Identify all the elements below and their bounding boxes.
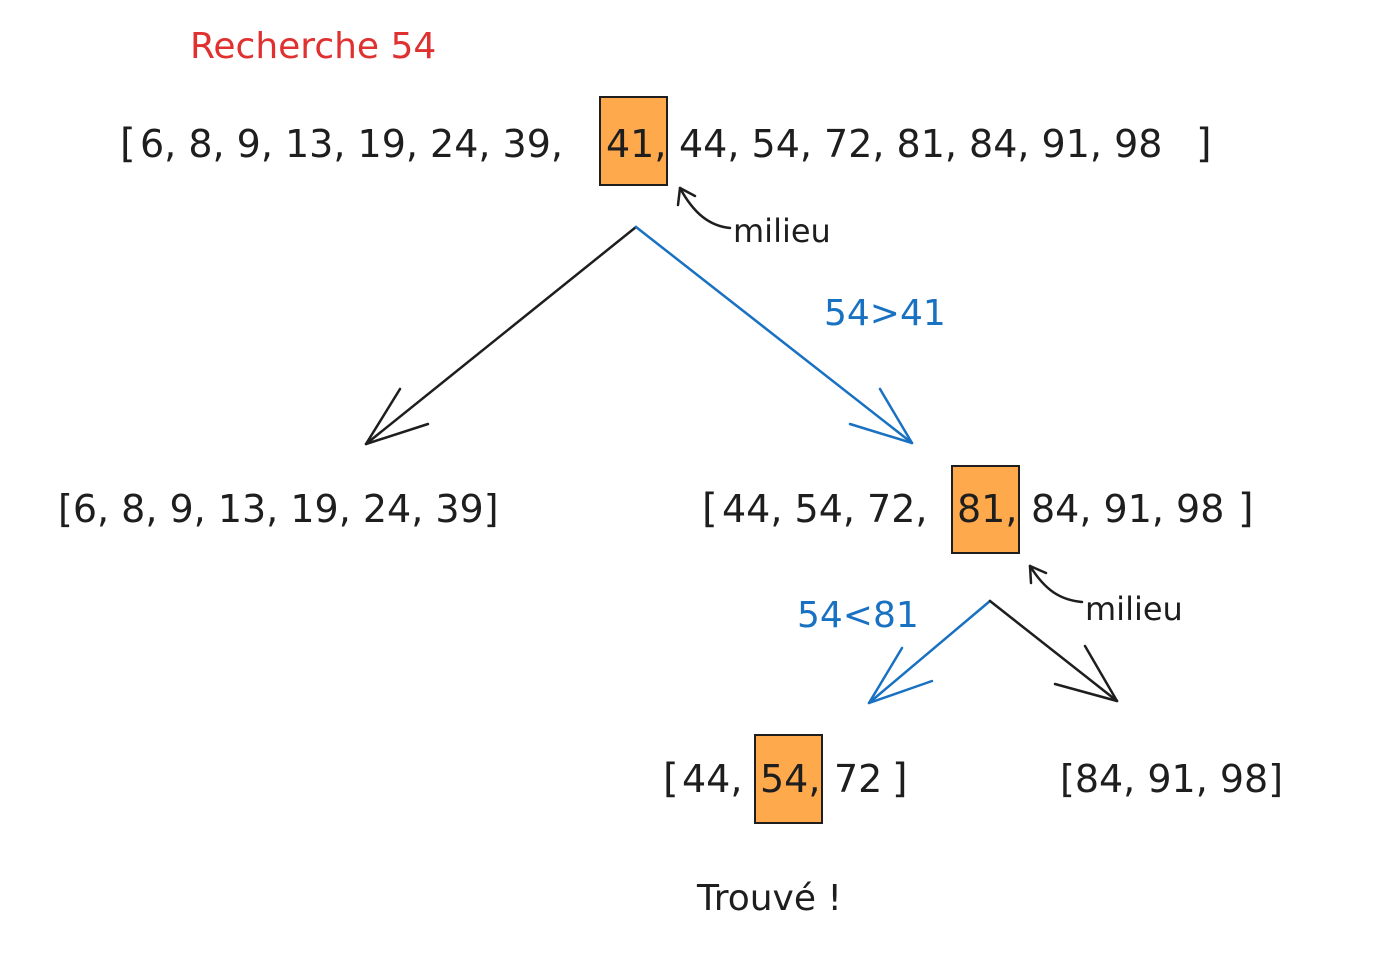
level1-middle-highlight: [951, 465, 1020, 554]
level1-milieu-label: milieu: [1085, 590, 1183, 628]
level0-milieu-label: milieu: [733, 212, 831, 250]
arrow-to-lower-half: [867, 599, 992, 705]
condition-greater: 54>41: [824, 293, 946, 334]
level1-values-after: 84, 91, 98: [1031, 487, 1224, 531]
level0-middle-highlight: [599, 96, 668, 186]
level0-middle-value: 41,: [606, 122, 666, 166]
arrow-to-upper-half: [988, 599, 1119, 703]
level1-open-bracket: [: [702, 486, 718, 532]
level2-values-before: 44,: [682, 757, 742, 801]
level0-close-bracket: ]: [1196, 121, 1212, 167]
condition-less: 54<81: [797, 595, 919, 636]
level2-close-bracket: ]: [892, 756, 908, 802]
level1-close-bracket: ]: [1238, 486, 1254, 532]
level2-middle-value: 54,: [760, 757, 820, 801]
level0-values-before: 6, 8, 9, 13, 19, 24, 39,: [140, 122, 563, 166]
level1-milieu-arrow: [1028, 564, 1084, 604]
level1-left-array: [6, 8, 9, 13, 19, 24, 39]: [58, 487, 499, 531]
diagram-title: Recherche 54: [190, 26, 436, 67]
level0-values-after: 44, 54, 72, 81, 84, 91, 98: [679, 122, 1162, 166]
level1-values-before: 44, 54, 72,: [722, 487, 927, 531]
result-label: Trouvé !: [696, 878, 842, 919]
arrow-to-right-half: [634, 225, 914, 445]
level1-middle-value: 81,: [957, 487, 1017, 531]
arrow-to-left-half: [364, 225, 638, 446]
level2-middle-highlight: [754, 734, 823, 824]
level0-milieu-arrow: [676, 186, 732, 230]
level0-open-bracket: [: [120, 121, 136, 167]
level2-right-array: [84, 91, 98]: [1060, 757, 1283, 801]
level2-values-after: 72: [834, 757, 882, 801]
level2-open-bracket: [: [663, 756, 679, 802]
